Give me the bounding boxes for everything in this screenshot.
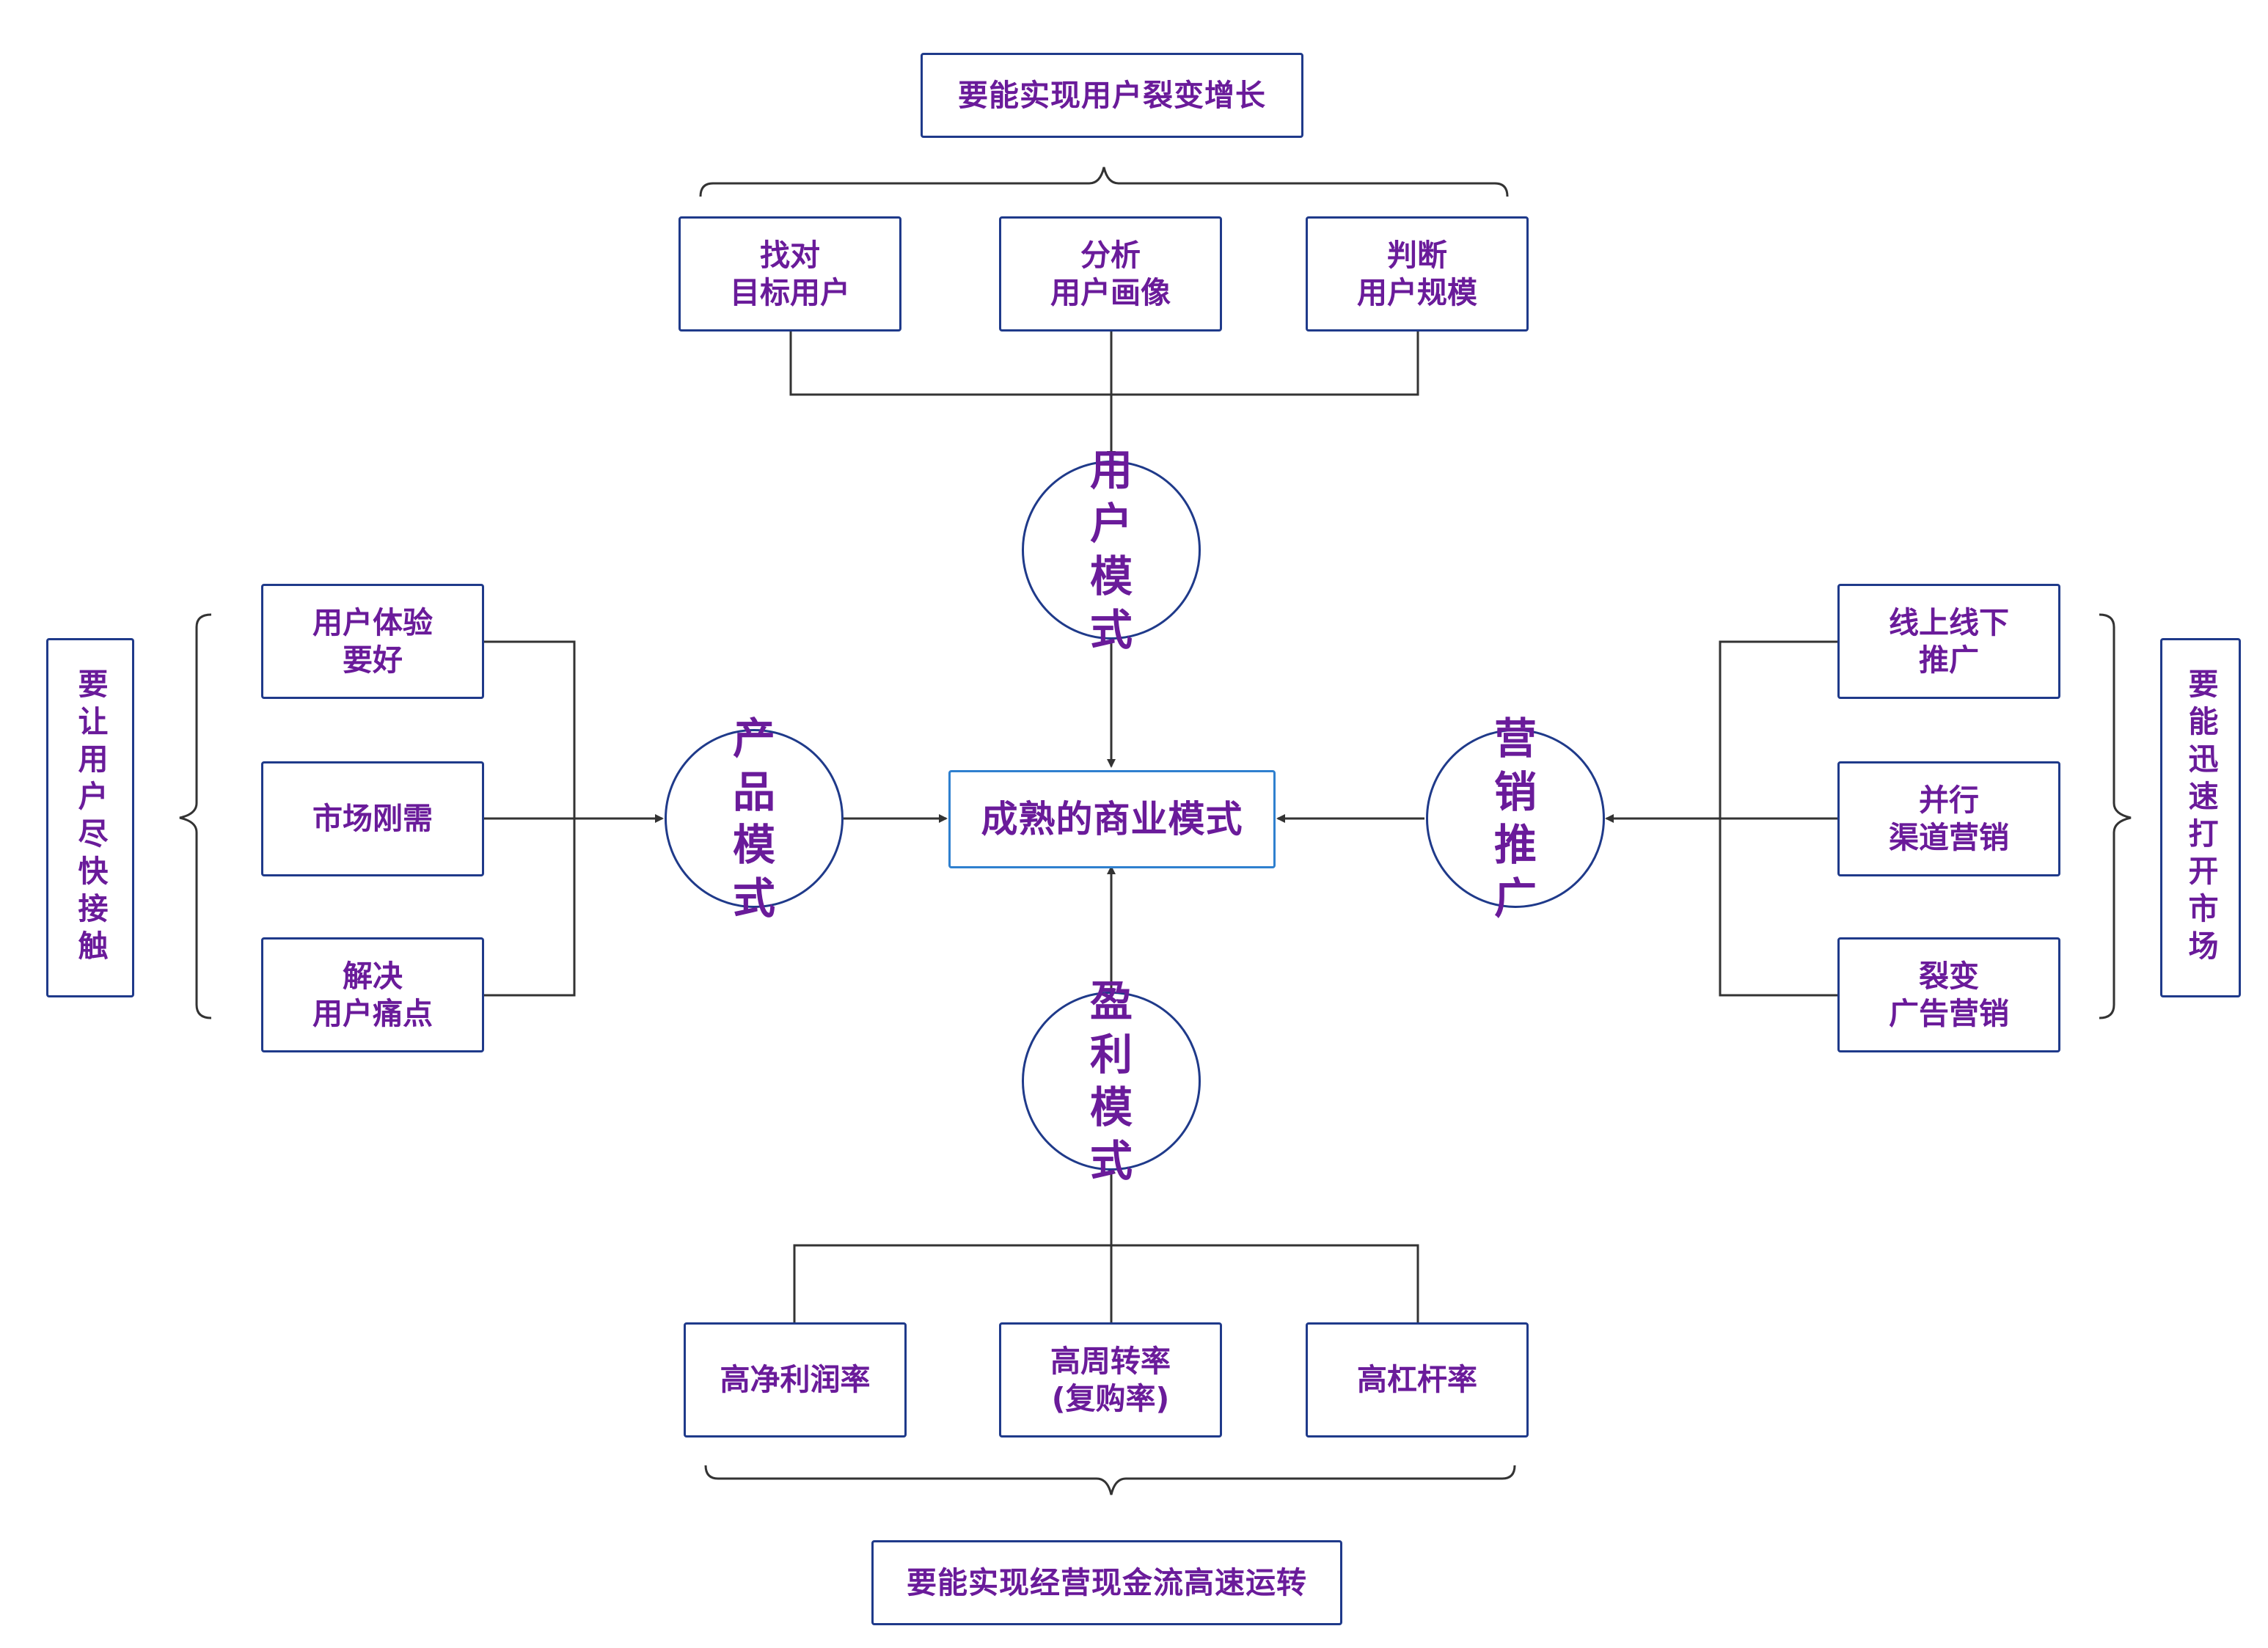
connector-left-group <box>484 640 576 997</box>
right-brace <box>2099 613 2132 1019</box>
user-item-box-1: 找对 目标用户 <box>678 216 901 332</box>
product-item-box-3: 解决 用户痛点 <box>261 937 484 1052</box>
user-item-box-3: 判断 用户规模 <box>1306 216 1529 332</box>
marketing-item-box-1: 线上线下 推广 <box>1837 584 2060 699</box>
top-brace <box>699 166 1509 197</box>
product-item-box-2: 市场刚需 <box>261 761 484 876</box>
marketing-item-box-2: 并行 渠道营销 <box>1837 761 2060 876</box>
marketing-item-label: 并行 渠道营销 <box>1889 783 2009 855</box>
profit-item-label: 高周转率 (复购率) <box>1050 1344 1171 1416</box>
profit-item-label: 高杠杆率 <box>1357 1362 1477 1398</box>
user-item-box-2: 分析 用户画像 <box>999 216 1222 332</box>
product-item-label: 用户体验 要好 <box>312 605 433 678</box>
marketing-goal: 要能迅速打开市场 <box>2183 668 2219 967</box>
bottom-brace <box>704 1465 1516 1495</box>
connector-bottom-group <box>793 1244 1419 1322</box>
user-model-goal: 要能实现用户裂变增长 <box>958 77 1266 113</box>
user-item-label: 分析 用户画像 <box>1050 238 1171 310</box>
marketing-label: 营 销 推 广 <box>1493 714 1559 923</box>
left-brace <box>179 613 212 1019</box>
user-model-circle: 用 户 模 式 <box>1022 445 1201 655</box>
profit-item-label: 高净利润率 <box>720 1362 871 1398</box>
marketing-goal-box: 要能迅速打开市场 <box>2160 638 2241 997</box>
user-item-label: 判断 用户规模 <box>1357 238 1477 310</box>
marketing-item-box-3: 裂变 广告营销 <box>1837 937 2060 1052</box>
center-business-model-box: 成熟的商业模式 <box>948 770 1276 868</box>
marketing-circle: 营 销 推 广 <box>1426 714 1605 923</box>
product-item-label: 市场刚需 <box>312 801 433 837</box>
connector-right-group <box>1719 640 1837 997</box>
profit-model-circle: 盈 利 模 式 <box>1022 976 1201 1186</box>
product-model-label: 产 品 模 式 <box>732 714 797 923</box>
profit-model-goal-box: 要能实现经营现金流高速运转 <box>871 1540 1342 1625</box>
center-label: 成熟的商业模式 <box>981 797 1243 841</box>
profit-item-box-1: 高净利润率 <box>684 1322 907 1438</box>
product-item-label: 解决 用户痛点 <box>312 959 433 1031</box>
profit-item-box-3: 高杠杆率 <box>1306 1322 1529 1438</box>
profit-model-goal: 要能实现经营现金流高速运转 <box>907 1564 1307 1600</box>
product-model-circle: 产 品 模 式 <box>665 714 844 923</box>
profit-model-label: 盈 利 模 式 <box>1089 976 1155 1186</box>
user-model-label: 用 户 模 式 <box>1089 445 1155 655</box>
product-item-box-1: 用户体验 要好 <box>261 584 484 699</box>
profit-item-box-2: 高周转率 (复购率) <box>999 1322 1222 1438</box>
connector-top-group <box>789 332 1419 396</box>
marketing-item-label: 线上线下 推广 <box>1889 605 2009 678</box>
user-item-label: 找对 目标用户 <box>730 238 850 310</box>
user-model-goal-box: 要能实现用户裂变增长 <box>921 53 1303 138</box>
product-model-goal: 要让用户尽快接触 <box>73 668 109 967</box>
product-model-goal-box: 要让用户尽快接触 <box>46 638 134 997</box>
marketing-item-label: 裂变 广告营销 <box>1889 959 2009 1031</box>
